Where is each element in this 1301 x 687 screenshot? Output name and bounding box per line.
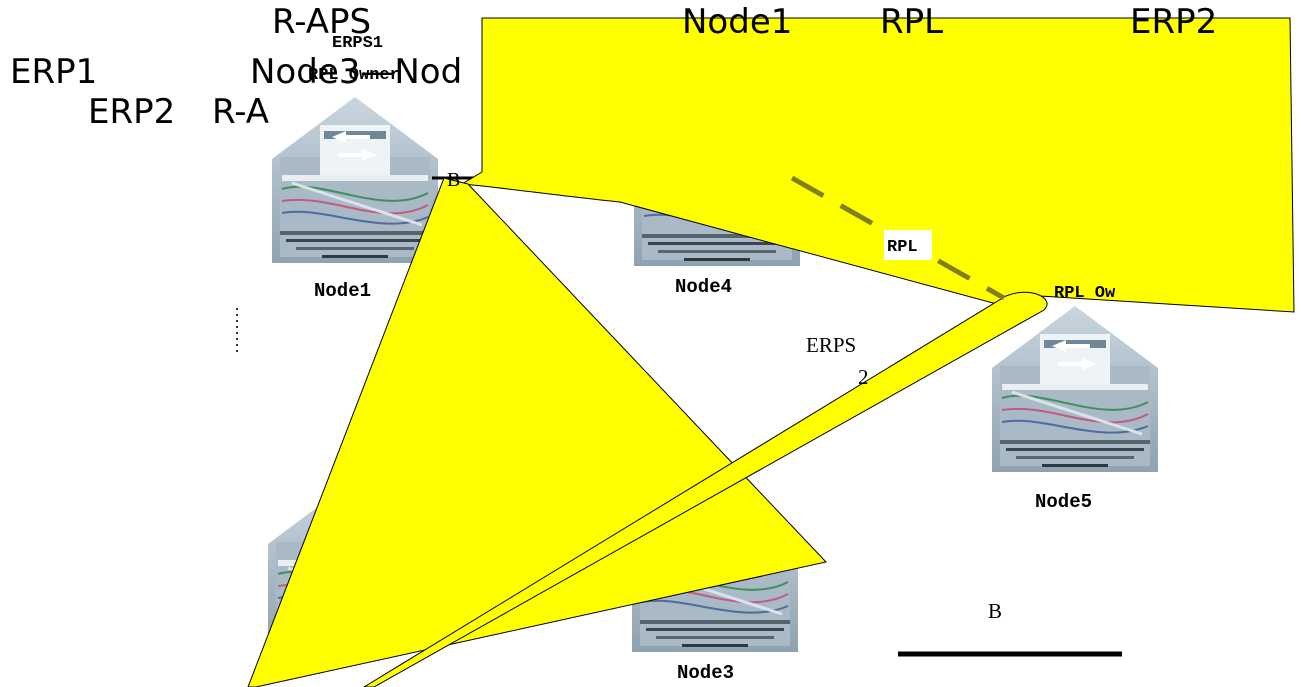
erps1-title: ERPS1 [332, 34, 383, 53]
label-rpl-owner: RPL Ow [1054, 284, 1116, 303]
node-label-node3: Node3 [677, 662, 734, 684]
label-b-top: B [447, 169, 460, 191]
callout-shape [460, 17, 1295, 313]
erps2-line2: 2 [858, 365, 869, 389]
header-rapts: R-APS [272, 2, 371, 42]
node-label-node4: Node4 [675, 276, 732, 298]
node-label-node1: Node1 [314, 280, 371, 302]
switch-icon [270, 95, 440, 265]
header-nodes: Node3—Nod [250, 52, 462, 92]
erps1-subtitle: RPL Owner [308, 66, 400, 85]
label-b-bottom: B [988, 599, 1002, 623]
node-label-node5: Node5 [1035, 491, 1092, 513]
switch-icon [990, 304, 1160, 474]
rpl-label-bg [884, 230, 932, 260]
callout-shape [363, 291, 1048, 687]
erps2-line1: ERPS [806, 333, 856, 357]
header-ra: R-A [212, 92, 269, 132]
callout-shape [247, 177, 827, 687]
header-rpl: RPL [880, 2, 943, 42]
header-erp1: ERP1 [10, 52, 97, 92]
header-node1: Node1 [682, 2, 792, 42]
header-erp2: ERP2 [88, 92, 175, 132]
header-erp2-right: ERP2 [1130, 2, 1217, 42]
label-rpl: RPL [887, 238, 918, 257]
